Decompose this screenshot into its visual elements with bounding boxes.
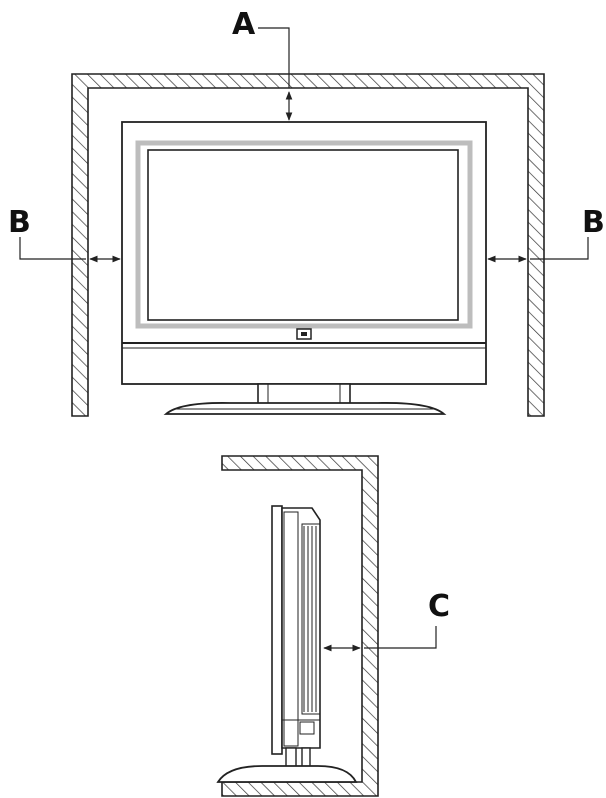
side-view: [216, 455, 437, 797]
tv-screen: [147, 149, 459, 321]
tv-side-vents: [301, 523, 321, 715]
label-b-left: B: [8, 205, 31, 240]
tv-stand-base: [163, 402, 447, 415]
tv-side-stand-base: [216, 765, 358, 783]
tv-stand-neck: [257, 383, 351, 405]
tv-side-stand-neck: [285, 747, 297, 769]
dimension-b-left: [19, 237, 121, 263]
dimension-a: [258, 27, 293, 121]
front-enclosure-wall: [71, 73, 545, 417]
dimension-c: [323, 626, 437, 652]
label-c: C: [428, 589, 451, 624]
dimension-b-right: [487, 237, 589, 263]
label-b-right: B: [582, 205, 605, 240]
label-a: A: [232, 7, 256, 42]
front-view: [19, 27, 589, 417]
tv-side-front-panel: [271, 505, 283, 755]
